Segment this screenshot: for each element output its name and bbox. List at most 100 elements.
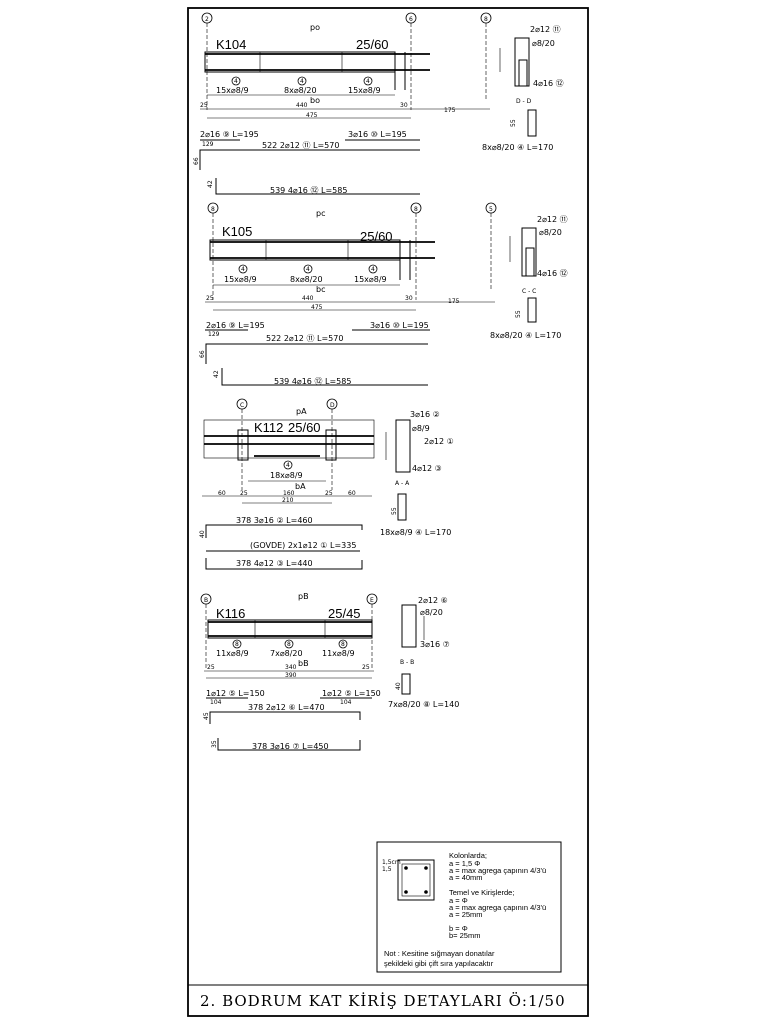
svg-text:4⌀12 ③: 4⌀12 ③ — [412, 464, 442, 473]
svg-text:1⌀12 ⑤ L=150: 1⌀12 ⑤ L=150 — [206, 689, 265, 698]
svg-text:B - B: B - B — [400, 659, 414, 666]
svg-text:1,5: 1,5 — [382, 866, 392, 873]
svg-text:pA: pA — [296, 407, 307, 416]
svg-text:40: 40 — [395, 682, 402, 690]
svg-text:⌀8/20: ⌀8/20 — [539, 228, 562, 237]
sheet-title: 2. BODRUM KAT KİRİŞ DETAYLARI Ö:1/50 — [200, 992, 566, 1010]
svg-text:440: 440 — [296, 102, 308, 109]
svg-text:7x⌀8/20 ⑧ L=140: 7x⌀8/20 ⑧ L=140 — [388, 700, 459, 709]
svg-text:8: 8 — [287, 641, 291, 648]
svg-text:522 2⌀12 ⑪ L=570: 522 2⌀12 ⑪ L=570 — [262, 141, 339, 150]
svg-text:25/60: 25/60 — [288, 420, 321, 435]
svg-text:a = Φ: a = Φ — [449, 896, 468, 905]
svg-text:a = max agrega çapının 4/3'ü: a = max agrega çapının 4/3'ü — [449, 903, 546, 912]
svg-text:475: 475 — [306, 112, 318, 119]
stirrup-zone-label: 15x⌀8/9 — [348, 86, 381, 95]
beam-id: K112 — [254, 420, 283, 435]
svg-text:42: 42 — [207, 180, 214, 188]
svg-text:539 4⌀16 ⑫ L=585: 539 4⌀16 ⑫ L=585 — [274, 377, 351, 386]
svg-text:440: 440 — [302, 295, 314, 302]
svg-text:a = 1,5 Φ: a = 1,5 Φ — [449, 859, 480, 868]
svg-text:4⌀16 ⑫: 4⌀16 ⑫ — [533, 79, 564, 88]
beam-k104-section: 2⌀12 ⑪ ⌀8/20 4⌀16 ⑫ D - D 55 8x⌀8/20 ④ L… — [482, 25, 564, 152]
svg-text:⌀8/20: ⌀8/20 — [532, 39, 555, 48]
svg-text:4: 4 — [366, 78, 370, 85]
svg-text:539 4⌀16 ⑫ L=585: 539 4⌀16 ⑫ L=585 — [270, 186, 347, 195]
svg-text:18x⌀8/9: 18x⌀8/9 — [270, 471, 303, 480]
svg-text:55: 55 — [515, 310, 522, 318]
svg-text:8x⌀8/20 ④ L=170: 8x⌀8/20 ④ L=170 — [490, 331, 561, 340]
svg-text:3⌀16 ⑩ L=195: 3⌀16 ⑩ L=195 — [348, 130, 407, 139]
axis-label: 6 — [409, 16, 413, 23]
svg-text:pc: pc — [316, 209, 325, 218]
beam-k116-bars: 1⌀12 ⑤ L=150 104 1⌀12 ⑤ L=150 104 378 2⌀… — [203, 689, 381, 751]
beam-size: 25/60 — [356, 37, 389, 52]
svg-text:3⌀16 ⑩ L=195: 3⌀16 ⑩ L=195 — [370, 321, 429, 330]
svg-text:11x⌀8/9: 11x⌀8/9 — [216, 649, 249, 658]
svg-text:8: 8 — [211, 206, 215, 213]
svg-text:55: 55 — [510, 119, 517, 127]
svg-text:42: 42 — [213, 370, 220, 378]
svg-text:25: 25 — [206, 295, 214, 302]
svg-text:129: 129 — [208, 331, 220, 338]
svg-text:3⌀16 ⑦: 3⌀16 ⑦ — [420, 640, 450, 649]
svg-text:bB: bB — [298, 659, 309, 668]
svg-text:15x⌀8/9: 15x⌀8/9 — [354, 275, 387, 284]
svg-text:25: 25 — [240, 490, 248, 497]
notes-box: 1,5cm 1,5 Kolonlarda; a = 1,5 Φ a = max … — [376, 841, 562, 973]
svg-text:8: 8 — [414, 206, 418, 213]
svg-text:104: 104 — [210, 699, 222, 706]
svg-text:2⌀12 ⑪: 2⌀12 ⑪ — [537, 215, 568, 224]
svg-text:Not : Kesitine sığmayan donatı: Not : Kesitine sığmayan donatılar — [384, 949, 495, 958]
svg-text:a = max agrega çapının 4/3'ü: a = max agrega çapının 4/3'ü — [449, 866, 546, 875]
svg-text:8x⌀8/20 ④ L=170: 8x⌀8/20 ④ L=170 — [482, 143, 553, 152]
beam-k105-bars: 2⌀16 ⑨ L=195 129 3⌀16 ⑩ L=195 522 2⌀12 ⑪… — [199, 321, 430, 386]
svg-text:25/45: 25/45 — [328, 606, 361, 621]
svg-text:175: 175 — [444, 107, 456, 114]
svg-text:Temel ve Kirişlerde;: Temel ve Kirişlerde; — [449, 888, 514, 897]
beam-id: K104 — [216, 37, 246, 52]
svg-text:bA: bA — [295, 482, 306, 491]
svg-text:475: 475 — [311, 304, 323, 311]
beam-bottom-label: bo — [310, 96, 320, 105]
svg-text:40: 40 — [199, 530, 206, 538]
svg-text:a = 40mm: a = 40mm — [449, 873, 483, 882]
svg-text:378 3⌀16 ⑦ L=450: 378 3⌀16 ⑦ L=450 — [252, 742, 329, 751]
svg-text:7x⌀8/20: 7x⌀8/20 — [270, 649, 303, 658]
svg-text:4: 4 — [306, 266, 310, 273]
svg-text:35: 35 — [211, 740, 218, 748]
svg-text:5: 5 — [489, 206, 493, 213]
svg-text:55: 55 — [391, 507, 398, 515]
svg-text:1,5cm: 1,5cm — [382, 859, 401, 866]
svg-text:bc: bc — [316, 285, 325, 294]
svg-text:18x⌀8/9 ④ L=170: 18x⌀8/9 ④ L=170 — [380, 528, 451, 537]
svg-text:8x⌀8/20: 8x⌀8/20 — [290, 275, 323, 284]
svg-text:D: D — [330, 402, 335, 409]
svg-text:25: 25 — [362, 664, 370, 671]
beam-k116-elevation: B E pB K116 25/45 8 8 8 11x⌀8/9 7x⌀8/20 … — [200, 592, 378, 679]
beam-top-label: po — [310, 23, 320, 32]
beam-k105-elevation: 8 8 5 pc K105 25/60 4 4 4 15x⌀8/9 8x⌀8/2… — [205, 202, 497, 311]
beam-k116-section: 2⌀12 ⑥ ⌀8/20 3⌀16 ⑦ B - B 40 7x⌀8/20 ⑧ L… — [388, 596, 459, 709]
svg-text:522 2⌀12 ⑪ L=570: 522 2⌀12 ⑪ L=570 — [266, 334, 343, 343]
svg-text:a = 25mm: a = 25mm — [449, 910, 483, 919]
svg-text:25: 25 — [325, 490, 333, 497]
svg-text:129: 129 — [202, 141, 214, 148]
beam-k104-bars: 2⌀16 ⑨ L=195 129 3⌀16 ⑩ L=195 522 2⌀12 ⑪… — [193, 130, 420, 195]
beam-k112-section: 3⌀16 ② ⌀8/9 2⌀12 ① 4⌀12 ③ A - A 55 18x⌀8… — [380, 410, 454, 537]
svg-text:4: 4 — [300, 78, 304, 85]
svg-text:25: 25 — [200, 102, 208, 109]
svg-text:390: 390 — [285, 672, 297, 679]
svg-text:Kolonlarda;: Kolonlarda; — [449, 851, 487, 860]
svg-text:11x⌀8/9: 11x⌀8/9 — [322, 649, 355, 658]
svg-text:4: 4 — [286, 462, 290, 469]
beam-k105-section: 2⌀12 ⑪ ⌀8/20 4⌀16 ⑫ C - C 55 8x⌀8/20 ④ L… — [490, 215, 568, 340]
svg-text:K116: K116 — [216, 606, 245, 621]
axis-label: 8 — [484, 16, 488, 23]
svg-text:2⌀16 ⑨ L=195: 2⌀16 ⑨ L=195 — [206, 321, 265, 330]
svg-text:K105: K105 — [222, 224, 252, 239]
svg-text:378 2⌀12 ⑥ L=470: 378 2⌀12 ⑥ L=470 — [248, 703, 325, 712]
svg-text:160: 160 — [283, 490, 295, 497]
svg-text:B: B — [204, 597, 208, 604]
